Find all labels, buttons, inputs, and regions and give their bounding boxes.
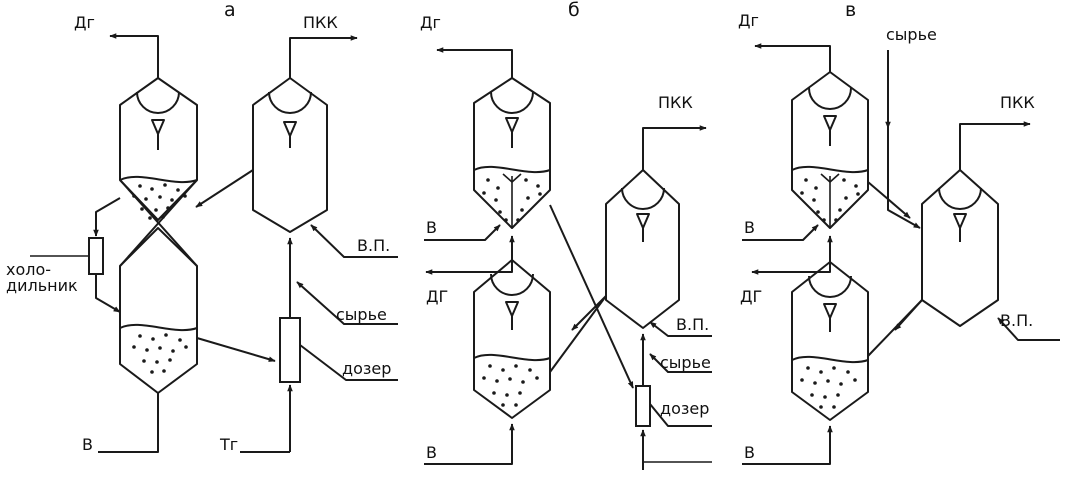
label-gas-top: Дг bbox=[738, 11, 759, 30]
label-dozer: дозер bbox=[660, 399, 709, 418]
label-air: В bbox=[82, 435, 93, 454]
label-dozer: дозер bbox=[342, 359, 391, 378]
label-cooler-line2: дильник bbox=[6, 276, 78, 295]
panel-b: б bbox=[420, 0, 712, 470]
label-gas-top: Дг bbox=[74, 13, 95, 32]
panel-v-cracking-reactor bbox=[921, 169, 999, 327]
label-feed: сырье bbox=[336, 305, 387, 324]
panel-a: а bbox=[6, 0, 398, 454]
label-pkk: ПКК bbox=[1000, 93, 1035, 112]
label-vp: В.П. bbox=[357, 236, 390, 255]
label-pkk: ПКК bbox=[658, 93, 693, 112]
label-air-upper: В bbox=[426, 218, 437, 237]
catalyst-bed bbox=[132, 333, 188, 374]
label-feed: сырье bbox=[886, 25, 937, 44]
label-gas-top: Дг bbox=[420, 13, 441, 32]
panel-v: в bbox=[738, 0, 1060, 465]
label-air-lower: В bbox=[744, 443, 755, 462]
panel-b-title: б bbox=[568, 0, 580, 21]
label-cooler-line1: холо- bbox=[6, 260, 51, 279]
label-feed: сырье bbox=[660, 353, 711, 372]
panel-v-lower-reactor bbox=[791, 261, 869, 421]
panel-a-cracking-reactor bbox=[252, 77, 328, 233]
panel-b-cracking-reactor bbox=[605, 169, 680, 329]
panel-v-title: в bbox=[845, 0, 856, 21]
label-air-upper: В bbox=[744, 218, 755, 237]
label-tg: Тг bbox=[219, 435, 238, 454]
label-pkk: ПКК bbox=[303, 13, 338, 32]
label-gas-lower: ДГ bbox=[740, 287, 762, 306]
dozer bbox=[279, 317, 301, 383]
catalyst-bed bbox=[800, 178, 860, 222]
panel-v-upper-reactor bbox=[791, 71, 869, 229]
label-vp: В.П. bbox=[1000, 311, 1033, 330]
panel-a-title: а bbox=[224, 0, 236, 21]
cooler bbox=[88, 237, 104, 275]
label-gas-lower: ДГ bbox=[426, 287, 448, 306]
label-air-lower: В bbox=[426, 443, 437, 462]
catalyst-bed bbox=[482, 178, 542, 222]
panel-b-upper-reactor bbox=[473, 77, 551, 229]
catalyst-bed bbox=[482, 364, 539, 407]
panel-b-lower-reactor bbox=[473, 259, 551, 419]
label-vp: В.П. bbox=[676, 315, 709, 334]
dozer bbox=[635, 385, 651, 427]
catalyst-bed bbox=[800, 366, 857, 409]
panel-a-upper-reactor bbox=[119, 77, 198, 221]
